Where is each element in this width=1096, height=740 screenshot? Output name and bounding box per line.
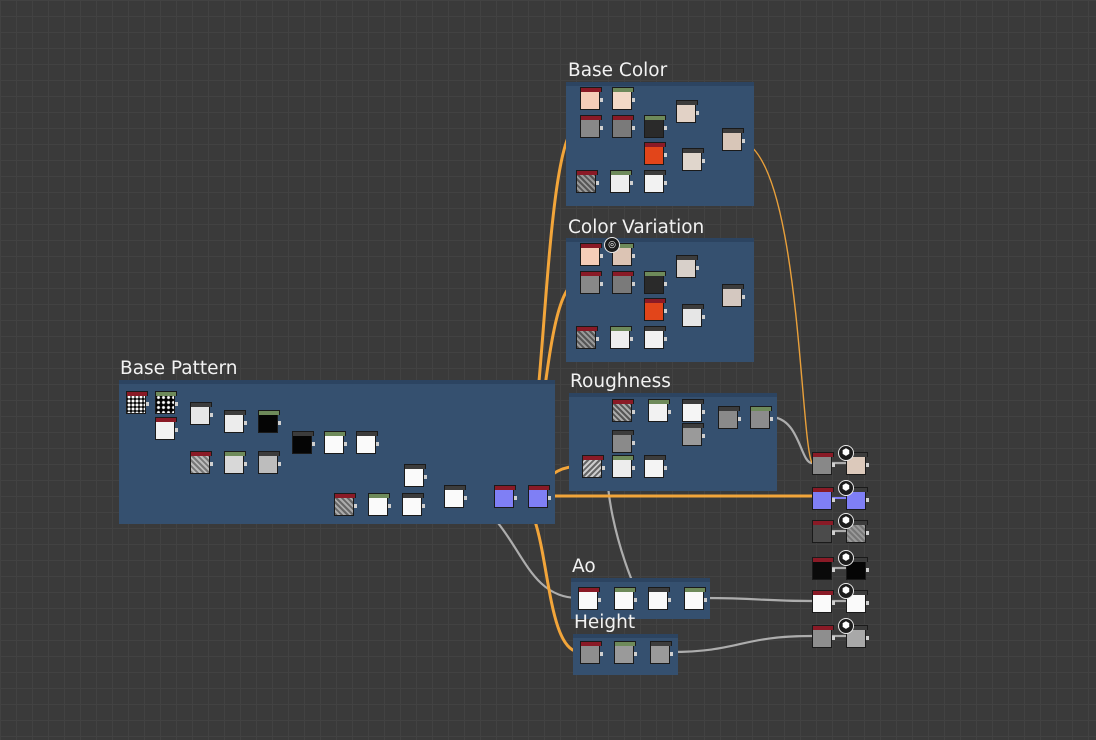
frame-title-base-color: Base Color (568, 60, 668, 81)
node-input[interactable] (580, 271, 603, 294)
node-dark-mask[interactable] (644, 115, 667, 138)
frame-title-ao: Ao (572, 556, 596, 577)
node-noise[interactable] (612, 399, 635, 422)
node-normal[interactable] (494, 485, 517, 508)
cube-icon: ⬢ (838, 618, 854, 634)
node-output-input[interactable] (812, 590, 835, 613)
node-input[interactable] (612, 430, 635, 453)
node-filter[interactable] (650, 641, 673, 664)
node-blend[interactable] (682, 148, 705, 171)
pin-icon[interactable]: ◎ (604, 237, 620, 253)
node-blend[interactable] (676, 255, 699, 278)
node-filter[interactable] (258, 451, 281, 474)
node-filter[interactable] (610, 326, 633, 349)
node-filter[interactable] (682, 399, 705, 422)
node-filter[interactable] (356, 431, 379, 454)
node-filter[interactable] (224, 410, 247, 433)
node-input[interactable] (578, 587, 601, 610)
node-filter[interactable] (368, 493, 391, 516)
node-filter[interactable] (644, 455, 667, 478)
node-filter[interactable] (404, 464, 427, 487)
node-filter[interactable] (648, 399, 671, 422)
node-output-input[interactable] (812, 625, 835, 648)
node-filter[interactable] (224, 451, 247, 474)
node-color-uniform[interactable] (612, 87, 635, 110)
cube-icon: ⬢ (838, 550, 854, 566)
node-output-input[interactable] (812, 452, 835, 475)
node-output-input[interactable] (812, 520, 835, 543)
node-color-uniform[interactable] (580, 87, 603, 110)
node-blend-final[interactable] (722, 128, 745, 151)
frame-title-color-variation: Color Variation (568, 217, 705, 238)
node-pattern[interactable] (126, 391, 149, 414)
node-output-input[interactable] (812, 487, 835, 510)
node-input[interactable] (580, 115, 603, 138)
node-noise[interactable] (190, 451, 213, 474)
node-filter[interactable] (614, 641, 637, 664)
node-output-input[interactable] (812, 557, 835, 580)
node-output-height[interactable] (846, 625, 869, 648)
frame-roughness[interactable] (569, 393, 777, 491)
node-orange-color[interactable] (644, 298, 667, 321)
node-pattern[interactable] (155, 391, 178, 414)
node-filter[interactable] (190, 402, 213, 425)
node-input[interactable] (580, 641, 603, 664)
cube-icon: ⬢ (838, 445, 854, 461)
cube-icon: ⬢ (838, 513, 854, 529)
node-blend[interactable] (676, 100, 699, 123)
node-levels-black[interactable] (258, 410, 281, 433)
node-filter[interactable] (612, 455, 635, 478)
node-blend[interactable] (682, 304, 705, 327)
node-filter[interactable] (610, 170, 633, 193)
node-filter[interactable] (614, 587, 637, 610)
cube-icon: ⬢ (838, 583, 854, 599)
node-noise[interactable] (582, 455, 605, 478)
node-blend[interactable] (444, 485, 467, 508)
node-output-metallic[interactable] (846, 557, 869, 580)
node-levels[interactable] (612, 271, 635, 294)
node-output-ao[interactable] (846, 590, 869, 613)
node-filter[interactable] (644, 170, 667, 193)
node-blend[interactable] (718, 406, 741, 429)
node-noise[interactable] (334, 493, 357, 516)
frame-title-roughness: Roughness (570, 371, 671, 392)
node-output-normal[interactable] (846, 487, 869, 510)
cube-icon: ⬢ (838, 480, 854, 496)
node-filter[interactable] (648, 587, 671, 610)
node-normal[interactable] (528, 485, 551, 508)
frame-title-base-pattern: Base Pattern (120, 358, 238, 379)
node-dark-mask[interactable] (644, 271, 667, 294)
node-color-uniform[interactable] (580, 243, 603, 266)
node-noise[interactable] (576, 326, 599, 349)
node-output-basecolor[interactable] (846, 452, 869, 475)
node-output-roughness[interactable] (846, 520, 869, 543)
node-filter[interactable] (402, 493, 425, 516)
node-noise[interactable] (576, 170, 599, 193)
node-blend[interactable] (682, 423, 705, 446)
node-levels[interactable] (750, 406, 773, 429)
node-levels[interactable] (684, 587, 707, 610)
node-blend-black[interactable] (292, 431, 315, 454)
node-levels[interactable] (612, 115, 635, 138)
node-color-uniform[interactable] (612, 243, 635, 266)
node-filter[interactable] (644, 326, 667, 349)
node-orange-color[interactable] (644, 142, 667, 165)
node-blend-final[interactable] (722, 284, 745, 307)
node-filter[interactable] (324, 431, 347, 454)
frame-title-height: Height (574, 612, 636, 633)
node-input[interactable] (155, 417, 178, 440)
